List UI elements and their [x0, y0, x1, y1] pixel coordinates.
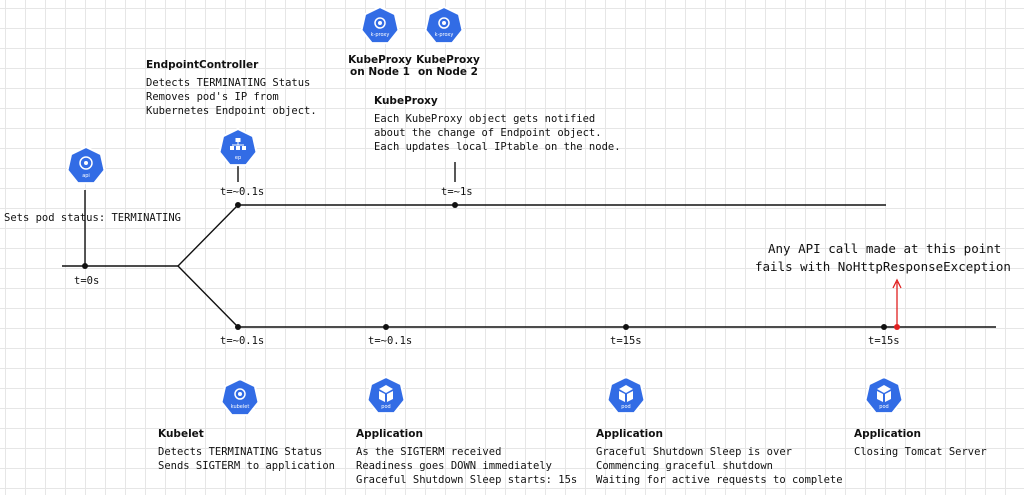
- app-sigterm-line: Readiness goes DOWN immediately: [356, 460, 552, 472]
- timeline-markers: [82, 202, 887, 330]
- ep-icon: ep: [218, 128, 258, 167]
- timeline-lines: [62, 162, 996, 328]
- kubeproxy-node1-label: KubeProxy: [348, 54, 412, 66]
- warning-text: Any API call made at this point: [768, 241, 1001, 256]
- app-sigterm-title: Application: [356, 428, 423, 440]
- marker-app-close: [881, 324, 887, 330]
- api-description: Sets pod status: TERMINATING: [4, 212, 181, 224]
- time-label-app-shutdown: t=15s: [610, 335, 642, 347]
- svg-text:pod: pod: [621, 404, 630, 410]
- app-sigterm-line: As the SIGTERM received: [356, 446, 501, 458]
- branch-lower: [177, 265, 239, 328]
- endpoint-controller-title: EndpointController: [146, 59, 259, 71]
- kubeproxy-node1-label: on Node 1: [350, 66, 410, 78]
- pod-icon: pod: [606, 376, 646, 415]
- pod-icon: pod: [864, 376, 904, 415]
- endpoint-controller-line: Removes pod's IP from: [146, 91, 279, 103]
- marker-kubelet: [235, 324, 241, 330]
- kubeproxy-node2-label: on Node 2: [418, 66, 478, 78]
- kubelet-line: Sends SIGTERM to application: [158, 460, 335, 472]
- svg-text:k-proxy: k-proxy: [435, 32, 454, 38]
- warning-point: [894, 324, 900, 330]
- time-label-t0: t=0s: [74, 275, 99, 287]
- app-shutdown-line: Waiting for active requests to complete: [596, 474, 843, 486]
- time-label-app-sigterm: t=~0.1s: [368, 335, 412, 347]
- kubeproxy-node2-label: KubeProxy: [416, 54, 480, 66]
- app-close-title: Application: [854, 428, 921, 440]
- warning-arrow: [892, 278, 902, 330]
- branch-upper: [177, 204, 239, 267]
- marker-app-shutdown: [623, 324, 629, 330]
- pod-icon: pod: [366, 376, 406, 415]
- app-shutdown-line: Commencing graceful shutdown: [596, 460, 773, 472]
- api-icon: api: [66, 146, 106, 185]
- warning-text: fails with NoHttpResponseException: [755, 259, 1011, 274]
- kubelet-icon: kubelet: [220, 378, 260, 417]
- kubelet-title: Kubelet: [158, 428, 204, 440]
- kubeproxy-node1-icon: k-proxy: [360, 6, 400, 45]
- marker-ep: [235, 202, 241, 208]
- svg-text:pod: pod: [879, 404, 888, 410]
- app-shutdown-title: Application: [596, 428, 663, 440]
- kubeproxy-line: Each updates local IPtable on the node.: [374, 141, 621, 153]
- svg-text:ep: ep: [235, 155, 241, 161]
- time-label-kubelet: t=~0.1s: [220, 335, 264, 347]
- svg-text:api: api: [82, 173, 90, 179]
- kubeproxy-line: about the change of Endpoint object.: [374, 127, 602, 139]
- endpoint-controller-line: Kubernetes Endpoint object.: [146, 105, 317, 117]
- kubelet-line: Detects TERMINATING Status: [158, 446, 322, 458]
- svg-text:kubelet: kubelet: [231, 404, 250, 410]
- time-label-kubeproxy: t=~1s: [441, 186, 473, 198]
- kubeproxy-title: KubeProxy: [374, 95, 438, 107]
- kubeproxy-line: Each KubeProxy object gets notified: [374, 113, 595, 125]
- app-close-line: Closing Tomcat Server: [854, 446, 987, 458]
- kubeproxy-node2-icon: k-proxy: [424, 6, 464, 45]
- app-shutdown-line: Graceful Shutdown Sleep is over: [596, 446, 792, 458]
- endpoint-controller-line: Detects TERMINATING Status: [146, 77, 310, 89]
- marker-app-sigterm: [383, 324, 389, 330]
- svg-text:pod: pod: [381, 404, 390, 410]
- marker-t0: [82, 263, 88, 269]
- marker-kubeproxy: [452, 202, 458, 208]
- time-label-app-close: t=15s: [868, 335, 900, 347]
- time-label-ep: t=~0.1s: [220, 186, 264, 198]
- app-sigterm-line: Graceful Shutdown Sleep starts: 15s: [356, 474, 577, 486]
- svg-text:k-proxy: k-proxy: [371, 32, 390, 38]
